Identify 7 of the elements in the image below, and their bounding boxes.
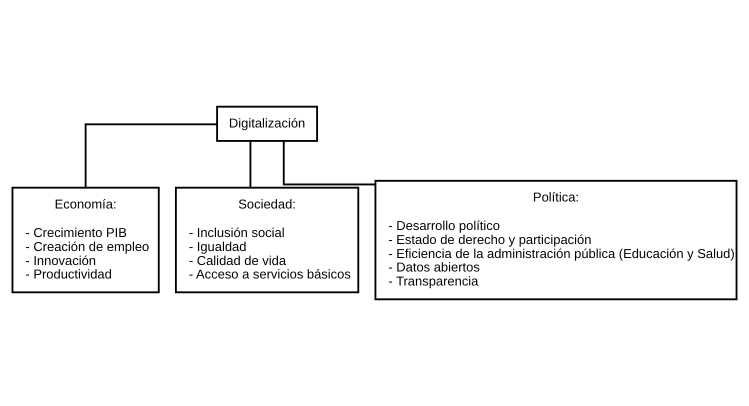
node-box: Sociedad: - Inclusión social - Igualdad - Calidad de vida - Acceso a servicios básicos (174, 186, 360, 294)
node-box: Digitalización (216, 106, 318, 142)
node-box: Economía: - Crecimiento PIB - Creación de empleo - Innovación - Productividad (12, 186, 160, 294)
node-box: Política: - Desarrollo político - Estado de derecho y participación - Eficiencia de la administración pública (Educación y Salud) - Datos abiertos - Transparencia (374, 180, 738, 300)
connector (282, 141, 376, 186)
connector (250, 140, 252, 188)
connector (84, 123, 218, 188)
